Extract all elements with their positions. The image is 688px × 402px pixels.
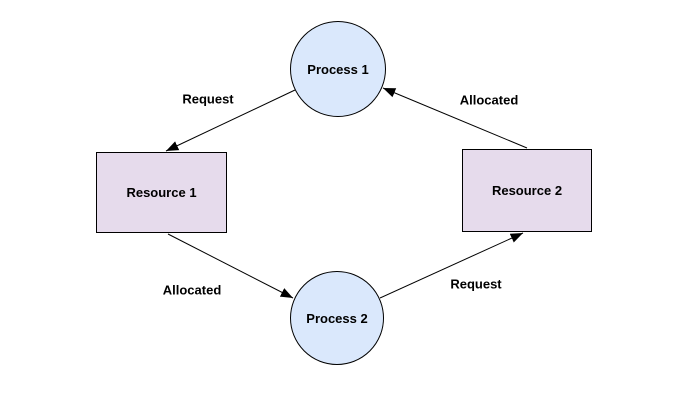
edge-process2-to-resource2: [379, 232, 524, 299]
edge-label-allocated-top: Allocated: [459, 92, 519, 108]
edge-label-allocated-bottom: Allocated: [162, 282, 222, 298]
edge-label-request-top: Request: [182, 91, 234, 107]
edge-resource2-to-process1: [382, 87, 528, 149]
edge-process1-to-resource1: [165, 89, 296, 152]
edge-resource1-to-process2: [167, 233, 294, 299]
node-resource-1: Resource 1: [96, 152, 227, 233]
node-resource-2-label: Resource 2: [491, 183, 563, 198]
node-resource-1-label: Resource 1: [126, 185, 197, 200]
node-process-2: Process 2: [290, 271, 384, 365]
node-process-1-label: Process 1: [307, 61, 369, 77]
edge-label-request-bottom: Request: [450, 276, 502, 292]
node-process-1: Process 1: [290, 21, 386, 117]
node-process-2-label: Process 2: [306, 310, 368, 326]
node-resource-2: Resource 2: [462, 149, 592, 232]
